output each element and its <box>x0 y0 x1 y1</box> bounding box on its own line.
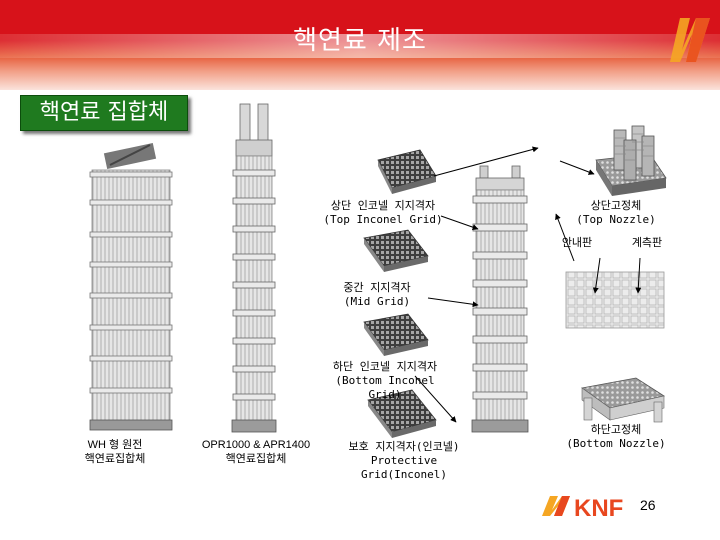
protective-grid-label: 보호 지지격자(인코넬) Protective Grid(Inconel) <box>328 440 480 482</box>
flow-plate-image <box>566 272 664 328</box>
top-nozzle-image <box>596 126 666 196</box>
wh-assembly-label: WH 형 원전 핵연료집합체 <box>60 438 170 466</box>
page-number: 26 <box>640 497 656 513</box>
top-inconel-grid-image <box>378 150 436 194</box>
wh-fuel-assembly <box>90 143 172 430</box>
opr-apr-assembly-label: OPR1000 & APR1400 핵연료집합체 <box>186 438 326 466</box>
guide-plate-label: 안내판 <box>552 236 602 250</box>
flow-plate-label: 계측판 <box>622 236 672 250</box>
opr-apr-fuel-assembly <box>232 104 276 432</box>
bottom-nozzle-image <box>582 378 664 422</box>
fuel-assembly-closeup <box>472 166 528 432</box>
top-nozzle-label: 상단고정체 (Top Nozzle) <box>566 199 666 227</box>
mid-grid-label: 중간 지지격자 (Mid Grid) <box>322 281 432 309</box>
bottom-inconel-grid-label: 하단 인코넬 지지격자 (Bottom Inconel Grid) <box>318 360 452 402</box>
mid-grid-image <box>364 230 428 272</box>
knf-footer-logo-icon: KNF <box>540 490 640 522</box>
bottom-inconel-grid-image <box>364 314 428 356</box>
top-inconel-grid-label: 상단 인코넬 지지격자 (Top Inconel Grid) <box>318 199 448 227</box>
knf-footer-logo-text: KNF <box>574 495 623 522</box>
bottom-nozzle-label: 하단고정체 (Bottom Nozzle) <box>566 423 666 451</box>
